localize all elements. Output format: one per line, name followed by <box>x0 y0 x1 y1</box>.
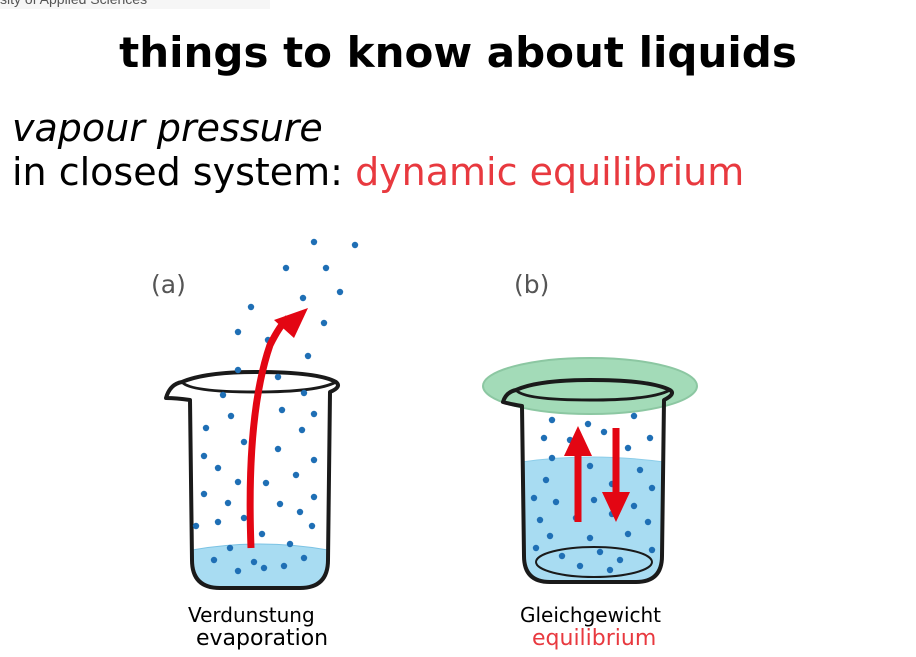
panel-b-label: (b) <box>514 270 550 299</box>
closed-system-prefix: in closed system: <box>12 150 356 194</box>
header-fragment: sity of Applied Sciences <box>0 0 270 9</box>
beaker-open-icon <box>164 370 340 590</box>
page-title: things to know about liquids <box>119 28 797 77</box>
down-arrow-icon <box>602 428 630 522</box>
panel-a-label: (a) <box>151 270 186 299</box>
dynamic-equilibrium-text: dynamic equilibrium <box>355 150 745 194</box>
particles-b <box>530 412 656 574</box>
beaker-covered-icon <box>482 357 698 584</box>
caption-a-en: evaporation <box>196 626 329 651</box>
evaporation-arrow-icon <box>246 308 308 549</box>
caption-b-en: equilibrium <box>532 626 657 651</box>
subtitle-vapour-pressure: vapour pressure <box>12 106 323 150</box>
caption-a-de: Verdunstung <box>188 603 315 627</box>
up-arrow-icon <box>564 426 592 522</box>
caption-b-de: Gleichgewicht <box>520 603 662 627</box>
closed-system-line: in closed system: dynamic equilibrium <box>12 150 744 194</box>
particles-a <box>192 238 359 575</box>
